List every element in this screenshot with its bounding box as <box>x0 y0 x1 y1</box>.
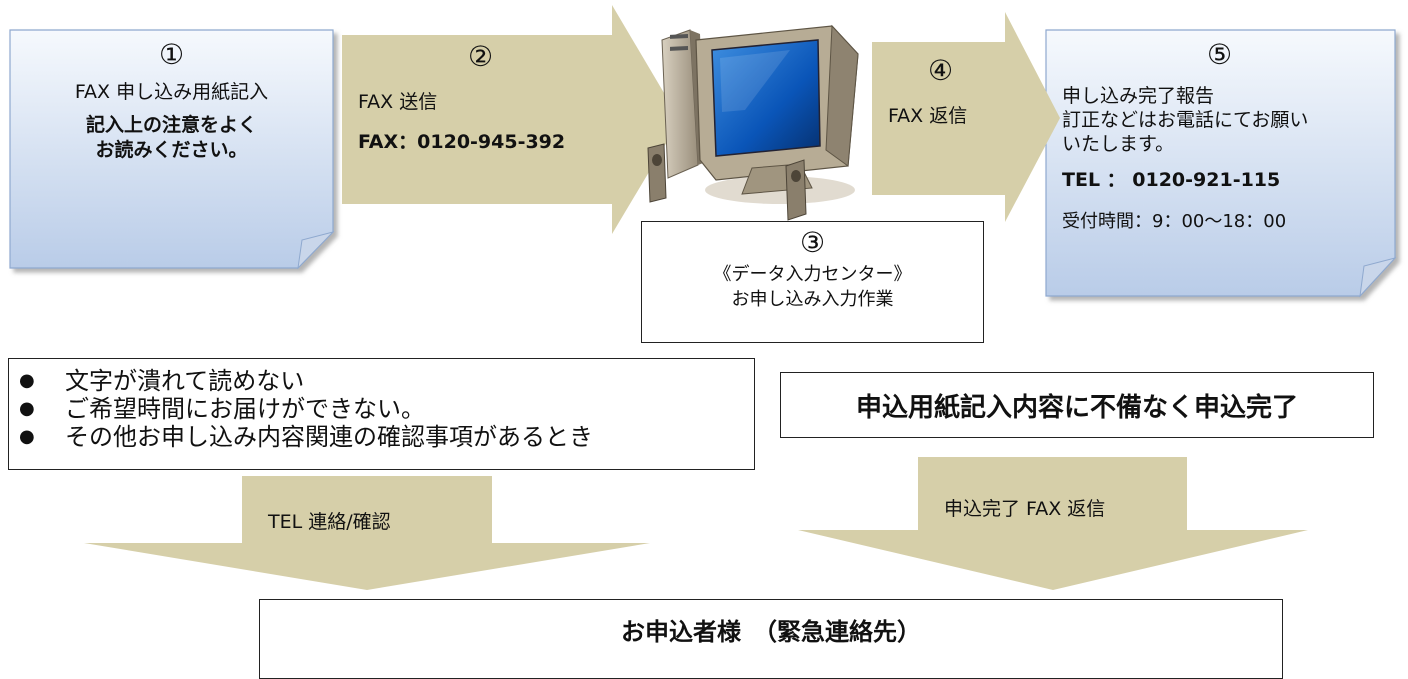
flow-graphics <box>9 5 1397 590</box>
step5-hours: 受付時間：9：00～18：00 <box>1062 211 1287 232</box>
issues-list: ● 文字が潰れて読めない ● ご希望時間にお届けができない。 ● その他お申し込… <box>9 367 754 451</box>
step5-line1: 申し込み完了報告 <box>1062 85 1215 107</box>
issue-item-3: ● その他お申し込み内容関連の確認事項があるとき <box>9 423 754 451</box>
step5-line3: いたします。 <box>1062 133 1175 155</box>
step1-label: FAX 申し込み用紙記入 <box>74 81 269 103</box>
applicant-text: お申込者様 （緊急連絡先） <box>621 618 921 646</box>
step3-number: ③ <box>799 226 826 259</box>
arrow-fax-down <box>798 457 1308 590</box>
step5-line2: 訂正などはお電話にてお願い <box>1062 109 1309 131</box>
step3-line1: 《データ入力センター》 <box>713 264 912 285</box>
bullet-icon: ● <box>19 370 35 391</box>
step1-number: ① <box>158 38 185 71</box>
arrow-tel-label: TEL 連絡/確認 <box>268 511 391 533</box>
issue-text-2: ご希望時間にお届けができない。 <box>65 395 425 423</box>
step4-label: FAX 返信 <box>888 105 968 127</box>
bullet-icon: ● <box>19 398 35 419</box>
step1-note-line1: 記入上の注意をよく <box>85 114 257 136</box>
bullet-icon: ● <box>19 426 35 447</box>
issue-text-1: 文字が潰れて読めない <box>65 367 305 395</box>
computer-icon <box>647 24 859 221</box>
step4-number: ④ <box>928 54 954 87</box>
step1-note-line2: お読みください。 <box>95 139 248 161</box>
step5-tel: TEL ： 0120-921-115 <box>1062 169 1281 191</box>
step5-number: ⑤ <box>1207 38 1233 71</box>
applicant-box: お申込者様 （緊急連絡先） <box>259 599 1283 679</box>
complete-box: 申込用紙記入内容に不備なく申込完了 <box>780 372 1374 438</box>
step2-label: FAX 送信 <box>358 91 438 113</box>
issue-item-2: ● ご希望時間にお届けができない。 <box>9 395 754 423</box>
step3-line2: お申し込み入力作業 <box>731 289 894 310</box>
step2-fax-number: FAX：0120-945-392 <box>358 131 566 153</box>
step1-card <box>9 29 335 270</box>
arrow-step4 <box>872 12 1060 222</box>
issues-box: ● 文字が潰れて読めない ● ご希望時間にお届けができない。 ● その他お申し込… <box>8 358 755 470</box>
step2-number: ② <box>468 40 494 73</box>
arrow-step2 <box>342 5 680 234</box>
arrow-tel-down <box>84 476 650 590</box>
step1-content: ① FAX 申し込み用紙記入 記入上の注意をよく お読みください。 <box>10 40 333 163</box>
step5-content: 申し込み完了報告 訂正などはお電話にてお願い いたします。 TEL ： 0120… <box>1062 84 1382 234</box>
issue-item-1: ● 文字が潰れて読めない <box>9 367 754 395</box>
issue-text-3: その他お申し込み内容関連の確認事項があるとき <box>65 423 593 451</box>
arrow-fax-label: 申込完了 FAX 返信 <box>944 498 1106 520</box>
complete-text: 申込用紙記入内容に不備なく申込完了 <box>855 392 1298 423</box>
step5-card <box>1045 29 1397 298</box>
step3-box: ③ 《データ入力センター》 お申し込み入力作業 <box>641 221 984 343</box>
